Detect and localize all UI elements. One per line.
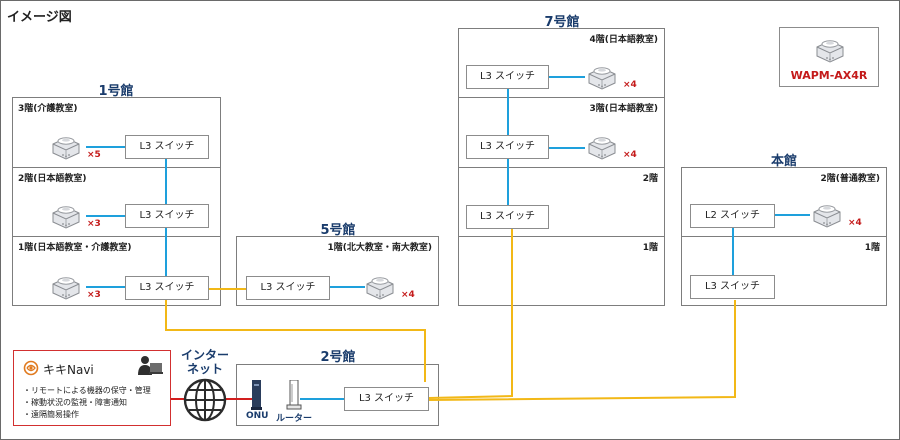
b7-title: 7号館 [544,15,580,30]
wireless-access-point-icon [582,131,622,161]
wireless-access-point-icon [46,200,86,230]
main-floor-2-label: 2階(普通教室) [820,174,881,184]
b7-floor-1-label: 1階 [642,243,658,253]
b1-floor-3-label: 3階(介護教室) [18,104,78,114]
page-title: イメージ図 [7,10,72,25]
kikinavi-box: キキNavi ・リモートによる機器の保守・管理 ・稼動状況の監視・障害通知 ・遠… [13,350,171,426]
onu-label: ONU [246,411,269,421]
wireless-access-point-icon [46,131,86,161]
b1-f1-l3-switch: L3 スイッチ [125,276,209,300]
b5-l3-switch: L3 スイッチ [246,276,330,300]
internet-label-line2: ネット [186,362,223,376]
internet-globe-icon [183,378,227,422]
router-icon [286,380,302,410]
router-label: ルーター [276,414,313,424]
trunk-main-to-b2 [428,300,736,401]
b2-title: 2号館 [320,350,356,365]
wireless-access-point-icon [46,271,86,301]
internet-label-line1: インター [180,348,229,362]
b7-f4-l3-switch: L3 スイッチ [466,65,549,89]
b7-f2-l3-switch: L3 スイッチ [466,205,549,229]
b1-f3-l3-switch: L3 スイッチ [125,135,209,159]
main-floor-1-label: 1階 [864,243,880,253]
b1-f2-ap-count: ×3 [87,219,101,229]
wireless-access-point-icon [582,61,622,91]
main-f1-l3-switch: L3 スイッチ [690,275,775,299]
b1-f3-ap-count: ×5 [87,150,101,160]
b5-title: 5号館 [320,223,356,238]
main-floor-2: 2階(普通教室) [681,167,887,237]
b7-f3-ap-count: ×4 [623,150,637,160]
kikinavi-feature-2: ・稼動状況の監視・障害通知 [23,398,127,407]
b7-f4-ap-count: ×4 [623,80,637,90]
b1-floor-1-label: 1階(日本語教室・介護教室) [18,243,132,253]
main-f2-ap-count: ×4 [848,218,862,228]
trunk-b1-to-b2 [165,289,426,382]
kikinavi-feature-1: ・リモートによる機器の保守・管理 [23,386,151,395]
b5-ap-count: ×4 [401,290,415,300]
b5-floor-1-label: 1階(北大教室・南大教室) [327,243,433,253]
b1-floor-2-label: 2階(日本語教室) [18,174,87,184]
internet-label: インター ネット [173,348,237,376]
b7-floor-2-label: 2階 [642,174,658,184]
main-f2-l2-switch: L2 スイッチ [690,204,775,228]
wireless-access-point-icon [807,199,847,229]
wireless-access-point-icon [360,271,400,301]
operator-pc-icon [138,356,163,375]
legend-box: WAPM-AX4R [779,27,879,87]
kikinavi-logo-icon [23,360,39,376]
legend-label: WAPM-AX4R [790,69,868,82]
b7-f3-l3-switch: L3 スイッチ [466,135,549,159]
b2-floor [236,364,439,426]
b1-title: 1号館 [98,84,134,99]
b1-f2-l3-switch: L3 スイッチ [125,204,209,228]
kikinavi-name: キキNavi [43,363,94,377]
b7-floor-3-label: 3階(日本語教室) [589,104,659,114]
trunk-b7-to-b2 [428,229,513,399]
b7-floor-4-label: 4階(日本語教室) [589,35,659,45]
b1-f1-ap-count: ×3 [87,290,101,300]
kikinavi-feature-3: ・遠隔簡易操作 [23,410,79,419]
main-title: 本館 [770,154,797,169]
b7-floor-1: 1階 [458,236,665,306]
wireless-access-point-icon [810,34,850,64]
onu-icon [251,380,262,410]
b2-l3-switch: L3 スイッチ [344,387,429,411]
